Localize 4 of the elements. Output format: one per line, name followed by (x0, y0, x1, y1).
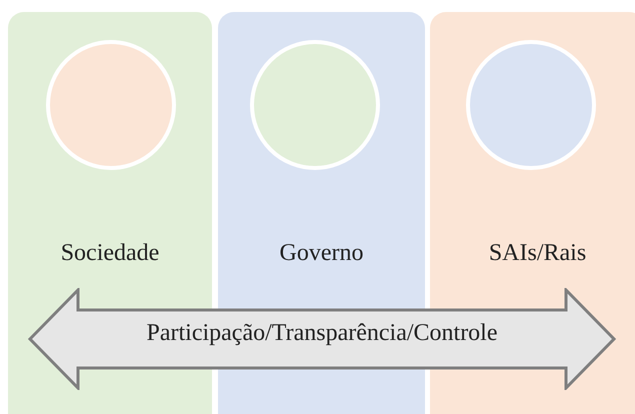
column-title: Sociedade (60, 240, 160, 267)
column-title: SAIs/Rais (488, 240, 586, 267)
column-title: Governo (280, 240, 364, 267)
arrow-label: Participação/Transparência/Controle (146, 320, 498, 347)
